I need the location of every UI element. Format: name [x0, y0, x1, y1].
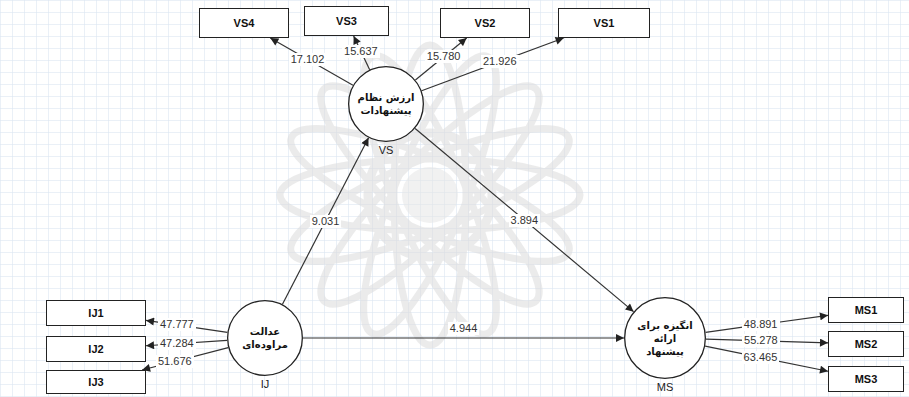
indicator-label: VS4: [234, 17, 255, 30]
path-coefficient: 47.777: [158, 318, 196, 331]
watermark-petal: [298, 63, 561, 326]
path-coefficient: 63.465: [742, 351, 780, 364]
indicator-label: VS3: [336, 15, 357, 28]
path-coefficient: 15.637: [342, 45, 380, 58]
latent-construct: ارزش نظام پیشنهاداتVS: [348, 66, 424, 142]
path-arrow: [270, 38, 353, 85]
construct-code: MS: [657, 381, 674, 394]
construct-name: انگیزه برای ارائه پیشنهاد: [634, 319, 696, 358]
path-coefficient: 55.278: [742, 334, 780, 347]
construct-circle: [625, 298, 706, 379]
path-arrow: [303, 337, 624, 338]
path-coefficient: 3.894: [509, 214, 541, 227]
path-coefficient: 17.102: [289, 53, 327, 66]
path-coefficient: 15.780: [425, 50, 463, 63]
construct-outline: [348, 66, 424, 142]
construct-code: VS: [379, 144, 394, 157]
indicator-box: VS2: [440, 8, 530, 38]
indicator-label: IJ3: [88, 376, 103, 389]
construct-name: ارزش نظام پیشنهادات: [355, 91, 417, 117]
path-coefficient: 51.676: [156, 355, 194, 368]
indicator-box: MS3: [828, 366, 904, 392]
indicator-label: VS1: [594, 17, 615, 30]
path-coefficient: 48.891: [742, 318, 780, 331]
path-coefficient: 47.284: [158, 337, 196, 350]
indicator-box: IJ3: [46, 370, 146, 394]
path-coefficient: 4.944: [448, 322, 480, 335]
indicator-label: IJ2: [88, 343, 103, 356]
construct-circle: [228, 301, 303, 376]
indicator-box: MS2: [828, 331, 904, 357]
watermark-ring: [368, 133, 492, 257]
path-coefficient: 9.031: [310, 215, 342, 228]
path-arrow: [705, 346, 828, 371]
path-coefficient: 21.926: [481, 55, 519, 68]
path-arrow: [282, 138, 368, 304]
watermark-petal: [339, 43, 520, 348]
construct-name: عدالت مراوده‌ای: [234, 325, 296, 351]
indicator-label: MS1: [855, 304, 878, 317]
watermark-petal: [280, 159, 580, 231]
indicator-label: VS2: [475, 17, 496, 30]
watermark-petal: [278, 104, 583, 285]
watermark-petal: [298, 63, 561, 326]
indicator-box: MS1: [828, 297, 904, 323]
indicator-box: IJ1: [46, 300, 146, 326]
indicator-box: VS1: [558, 8, 650, 38]
construct-outline: [227, 300, 303, 376]
construct-circle: [349, 67, 424, 142]
indicator-label: MS3: [855, 373, 878, 386]
path-arrow: [415, 128, 633, 311]
path-arrow: [142, 348, 228, 370]
watermark-emblem: [278, 43, 583, 348]
watermark-petal: [278, 104, 583, 285]
latent-construct: عدالت مراوده‌ایIJ: [227, 300, 303, 376]
construct-code: IJ: [261, 378, 270, 391]
indicator-label: MS2: [855, 338, 878, 351]
path-arrow: [706, 315, 828, 332]
watermark-petal: [339, 43, 520, 348]
latent-construct: انگیزه برای ارائه پیشنهادMS: [624, 297, 706, 379]
indicator-box: IJ2: [46, 336, 146, 362]
indicator-label: IJ1: [88, 307, 103, 320]
path-arrow: [422, 38, 564, 91]
path-arrow: [415, 38, 466, 80]
indicator-box: VS3: [304, 6, 389, 36]
watermark-core: [402, 167, 458, 223]
indicator-box: VS4: [199, 8, 289, 38]
